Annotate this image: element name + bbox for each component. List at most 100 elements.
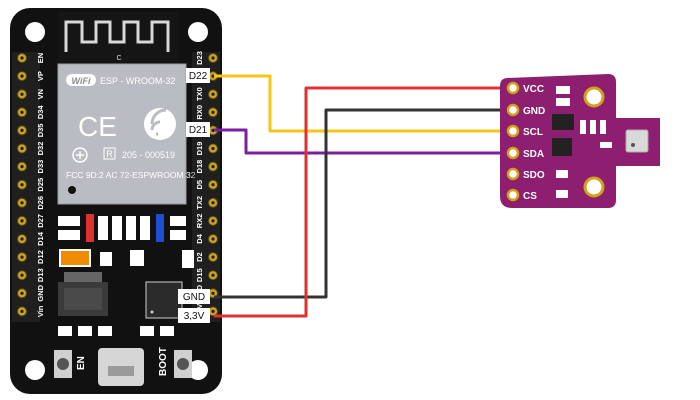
sensor-pin-pad — [506, 124, 520, 138]
left-pin-hole — [20, 255, 24, 259]
sensor-pin-label: VCC — [523, 84, 544, 95]
sensor-pin-label: SDO — [523, 170, 545, 181]
sensor-mount-hole-top — [583, 86, 605, 108]
esp32-board: C WiFi ESP - WROOM-32 CE R 205 - 000519 … — [10, 8, 222, 394]
sensor-mount-hole-bottom — [583, 176, 605, 198]
left-pin-label: VP — [36, 71, 45, 81]
right-pin-hole — [211, 291, 215, 295]
d22-callout-label: D22 — [189, 71, 208, 82]
gnd-wire — [214, 108, 507, 299]
left-pin-hole — [20, 201, 24, 205]
right-pin-hole — [211, 201, 215, 205]
vcc-wire — [214, 86, 507, 318]
right-pin-hole — [211, 237, 215, 241]
antenna-mark: C — [116, 55, 121, 62]
gnd-callout: GND — [178, 289, 210, 304]
v33-callout-label: 3,3V — [184, 311, 205, 322]
sensor-pin-pad — [506, 167, 520, 181]
certification-icon — [72, 147, 88, 163]
left-pin-label: D13 — [36, 268, 45, 282]
sda-wire — [214, 128, 507, 155]
sensor-chip — [625, 129, 649, 153]
left-pin-label: D14 — [36, 231, 45, 246]
right-pin-hole — [211, 309, 215, 313]
left-pin-label: GND — [36, 284, 45, 301]
right-pin-hole — [211, 128, 215, 132]
left-pin-hole — [20, 183, 24, 187]
sensor-pcb — [500, 74, 660, 208]
d21-callout: D21 — [186, 122, 210, 137]
gnd-callout-label: GND — [183, 292, 205, 303]
right-pin-label: D4 — [195, 233, 204, 243]
boot-button-label: BOOT — [158, 347, 169, 376]
right-pin-hole — [211, 92, 215, 96]
sensor-pin-label: SCL — [523, 127, 543, 138]
chip-dot — [150, 310, 154, 314]
right-pin-label: RX0 — [195, 105, 204, 120]
v33-callout: 3,3V — [178, 308, 210, 323]
small-component-a — [100, 252, 112, 266]
right-pin-hole — [211, 183, 215, 187]
sensor-pin-label: CS — [523, 191, 537, 202]
sensor-pin-label: SDA — [523, 149, 544, 160]
cert-number: 205 - 000519 — [122, 150, 175, 160]
ce-mark: CE — [78, 111, 117, 142]
left-pin-hole — [20, 291, 24, 295]
right-pin-label: RX2 — [195, 214, 204, 229]
module-label: ESP - WROOM-32 — [100, 76, 175, 86]
left-pin-label: EN — [36, 53, 45, 63]
wireless-logo-icon — [144, 108, 176, 140]
right-pin-hole — [211, 165, 215, 169]
cert-r: R — [106, 149, 113, 159]
lower-smd-row — [58, 326, 174, 336]
sensor-pin-pad — [506, 103, 520, 117]
right-pin-label: D15 — [195, 268, 204, 282]
d22-callout: D22 — [186, 68, 210, 83]
wires — [214, 74, 507, 318]
left-pin-row: ENVPVND34D35D32D33D25D26D27D14D12D13GNDV… — [17, 53, 45, 317]
left-pin-hole — [20, 165, 24, 169]
left-pin-label: VN — [36, 89, 45, 99]
left-pin-label: D35 — [36, 124, 45, 138]
mount-hole-bottom-left — [25, 360, 45, 380]
right-pin-label: TX0 — [195, 87, 204, 101]
left-pin-hole — [20, 56, 24, 60]
usb-port-slot — [108, 366, 134, 376]
left-pin-label: D27 — [36, 214, 45, 228]
module-dot — [68, 186, 76, 194]
sensor-pin-label: GND — [523, 106, 545, 117]
antenna-trace — [64, 20, 170, 52]
left-pin-hole — [20, 92, 24, 96]
left-pin-label: D32 — [36, 142, 45, 156]
cert-r-box — [103, 147, 116, 160]
left-pin-hole — [20, 146, 24, 151]
right-pin-hole — [211, 255, 215, 259]
small-component-c — [182, 250, 194, 268]
scl-wire — [214, 74, 507, 133]
left-pin-hole — [20, 110, 24, 114]
mount-hole-bottom-right — [188, 360, 208, 380]
right-pin-label: D19 — [195, 142, 204, 156]
boot-button-cap — [177, 358, 189, 370]
regulator-body-highlight — [64, 288, 102, 310]
right-pin-hole — [211, 74, 215, 78]
right-pin-label: D23 — [195, 51, 204, 65]
left-pin-hole — [20, 237, 24, 241]
sensor-pin-column: VCC GND SCL SDA SDO CS — [506, 81, 545, 202]
d21-callout-label: D21 — [189, 125, 208, 136]
crystal-component — [59, 249, 91, 267]
left-pin-hole — [20, 273, 24, 277]
sensor-ic — [552, 138, 572, 156]
left-pin-label: D12 — [36, 250, 45, 264]
sensor-pin-pad — [506, 81, 520, 95]
wifi-badge-bg — [66, 74, 96, 86]
en-button-label: EN — [76, 356, 87, 370]
right-pin-label: D18 — [195, 160, 204, 174]
regulator-tab — [64, 272, 102, 282]
left-pin-label: D26 — [36, 196, 45, 210]
en-button-cap — [57, 358, 69, 370]
right-pin-hole — [211, 219, 215, 223]
right-pin-hole — [211, 110, 215, 114]
right-pin-hole — [211, 273, 215, 277]
